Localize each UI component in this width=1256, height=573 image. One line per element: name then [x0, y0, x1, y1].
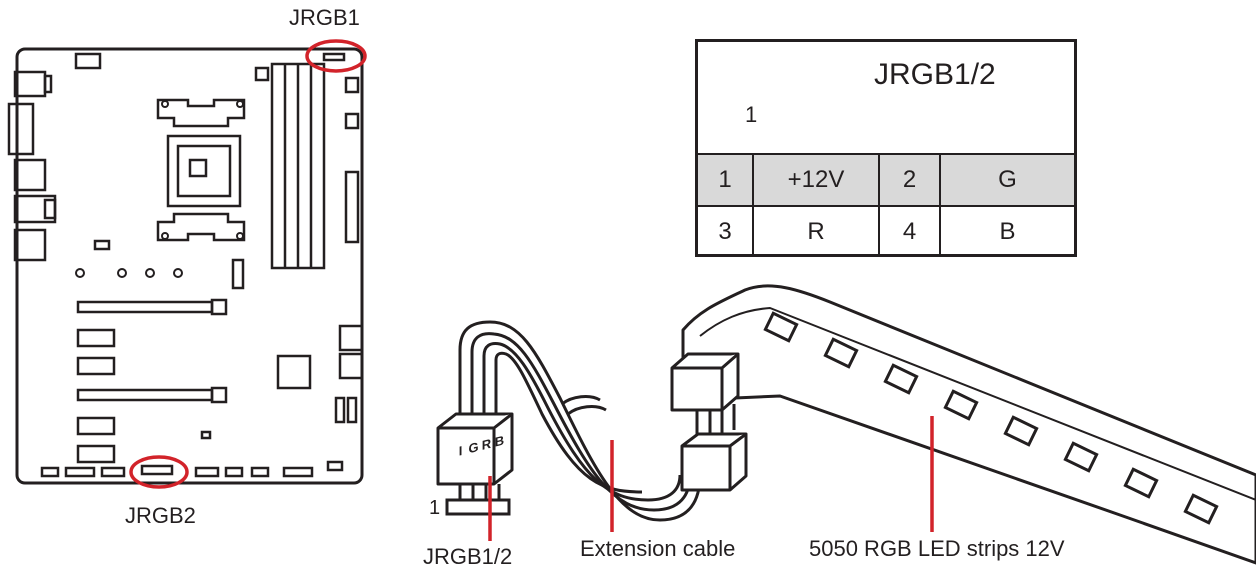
- rear-io-ports: [13, 70, 47, 98]
- pin-number: 4: [878, 205, 940, 257]
- pcie-slot-1: [76, 300, 214, 314]
- pinout-row: 3 R 4 B: [698, 205, 1074, 257]
- vrm-heatsink-top: [156, 98, 246, 128]
- pinout-header-label: JRGB1/2: [874, 58, 996, 91]
- pin-number: 3: [698, 205, 753, 257]
- extension-cable: [458, 320, 702, 522]
- jrgb2-highlight-ellipse: [129, 455, 189, 489]
- jrgb1-header: [322, 52, 346, 62]
- pin-number: 2: [878, 153, 940, 206]
- pin-signal: R: [752, 205, 879, 257]
- chipset: [276, 354, 312, 390]
- jrgb-pin-header: [445, 484, 511, 516]
- mounting-hole: [75, 268, 85, 278]
- led-chips: [763, 311, 1219, 525]
- pinout-row: 1 +12V 2 G: [698, 153, 1074, 206]
- pinout-pin1-marker: 1: [745, 102, 758, 127]
- extension-callout-label: Extension cable: [580, 536, 736, 561]
- pinout-grid: 1 +12V 2 G 3 R 4 B: [698, 153, 1074, 257]
- pin-signal: B: [939, 205, 1074, 257]
- extension-plug-female: [436, 412, 514, 486]
- jrgb2-header: [140, 464, 174, 476]
- header-callout-label: JRGB1/2: [423, 544, 513, 569]
- pinout-table: JRGB1/2 1 1 +12V 2 G 3 R 4 B: [695, 39, 1077, 257]
- board-outline: [15, 47, 364, 485]
- vrm-heatsink-bottom: [156, 212, 246, 242]
- atx-power-connector: [344, 170, 360, 244]
- pcie-slot-2: [76, 388, 214, 402]
- strip-plug: [670, 352, 748, 492]
- jrgb1-highlight-ellipse: [305, 39, 367, 73]
- jrgb2-callout-label: JRGB2: [125, 503, 196, 528]
- jrgb1-callout-label: JRGB1: [289, 5, 360, 30]
- pin-number: 1: [698, 153, 753, 206]
- pin-signal: G: [939, 153, 1074, 206]
- strip-callout-label: 5050 RGB LED strips 12V: [809, 536, 1065, 561]
- connector-pin1-marker: 1: [429, 497, 441, 519]
- pin-signal: +12V: [752, 153, 879, 206]
- cpu-socket: [166, 134, 242, 208]
